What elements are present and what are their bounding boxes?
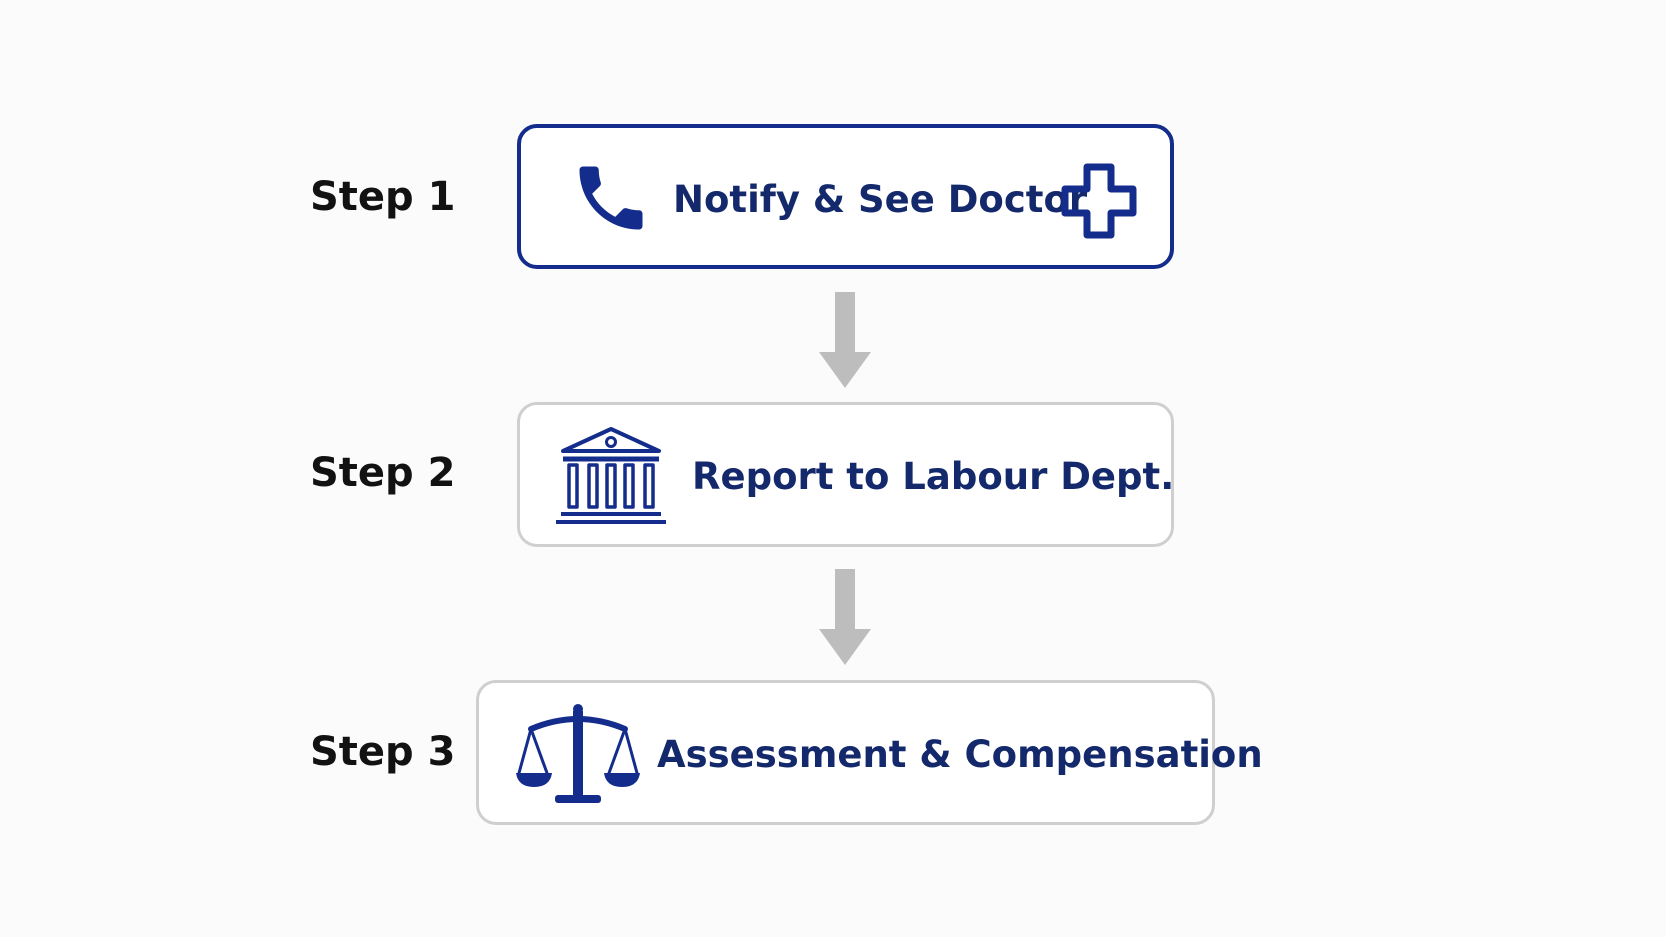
step-2-box: Report to Labour Dept. [517,402,1174,547]
medical-cross-icon [1061,163,1137,239]
government-building-icon [556,427,666,524]
step-3-box: Assessment & Compensation [476,680,1263,825]
phone-icon [579,166,643,230]
scales-of-justice-icon [516,704,640,803]
step-1-text: Notify & See Doctor [673,178,1088,221]
arrow-down-icon [819,292,871,388]
step-1-label: Step 1 [310,174,456,220]
step-3-text: Assessment & Compensation [657,733,1263,776]
step-1-box: Notify & See Doctor [517,124,1174,269]
step-2-label: Step 2 [310,450,456,496]
step-2-text: Report to Labour Dept. [692,455,1175,498]
step-3-label: Step 3 [310,729,456,775]
arrow-down-icon [819,569,871,665]
